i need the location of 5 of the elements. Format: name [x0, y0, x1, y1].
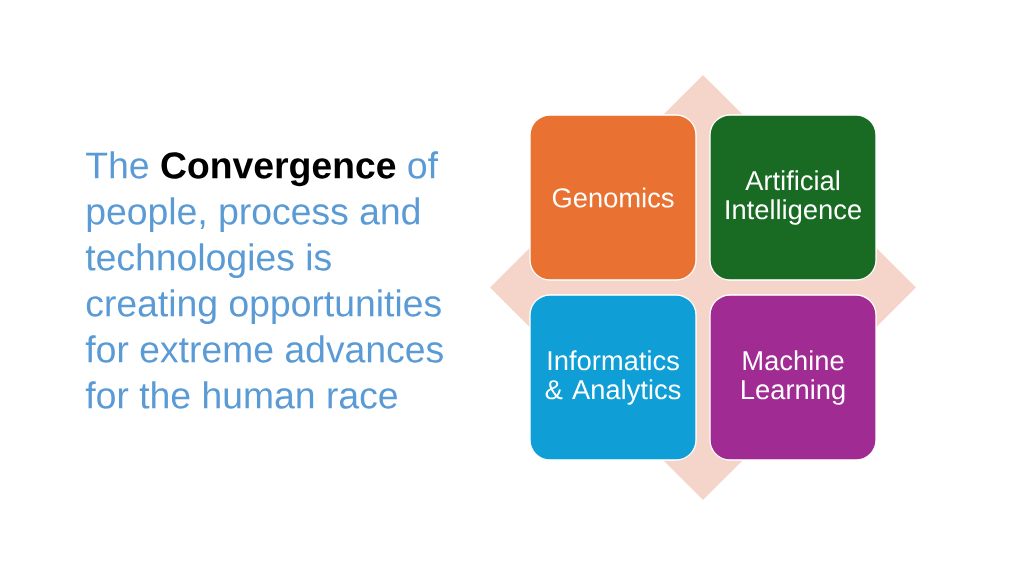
topic-box: Genomics — [529, 114, 697, 281]
headline: The Convergence of people, process and technologies is creating opportunities for extreme advances for the human race — [85, 151, 443, 409]
topic-box: Artificial Intelligence — [709, 114, 877, 281]
topic-box: Machine Learning — [709, 294, 877, 461]
topic-box: Informatics & Analytics — [529, 294, 697, 461]
